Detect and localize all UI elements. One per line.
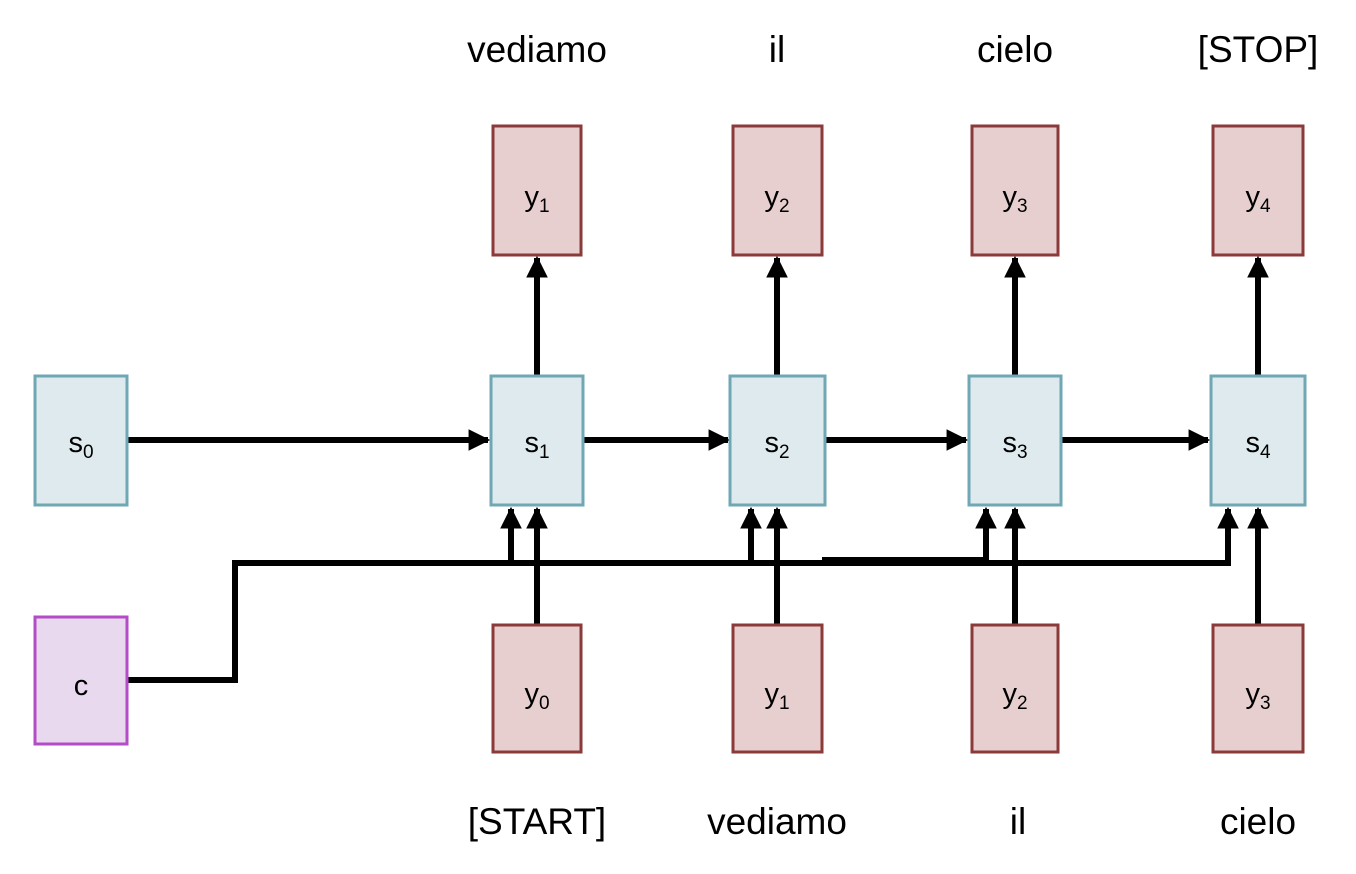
input-token-2: y2 [970, 623, 1060, 754]
state-2-sub: 2 [779, 442, 790, 463]
output-word-1: vediamo [467, 29, 607, 70]
svg-text:y2: y2 [1002, 678, 1027, 714]
output-token-1-sub: 1 [539, 196, 550, 217]
svg-text:y3: y3 [1245, 678, 1270, 714]
output-token-4-sub: 4 [1260, 196, 1271, 217]
input-token-3-base: y [1245, 678, 1260, 710]
svg-text:y4: y4 [1245, 181, 1271, 217]
output-token-2-base: y [764, 181, 779, 213]
state-2: s2 [728, 374, 827, 507]
state-4-sub: 4 [1260, 442, 1271, 463]
output-word-3: cielo [977, 29, 1053, 70]
input-token-1-base: y [764, 678, 779, 710]
context-bus-jog [822, 557, 986, 563]
input-word-3: cielo [1220, 801, 1296, 842]
state-3: s3 [967, 374, 1063, 507]
svg-text:y3: y3 [1002, 181, 1027, 217]
output-word-4: [STOP] [1198, 29, 1319, 70]
input-token-2-sub: 2 [1017, 693, 1028, 714]
input-token-1-sub: 1 [779, 693, 790, 714]
context-vector: c [33, 615, 129, 746]
state-1-base: s [524, 427, 539, 459]
svg-text:y1: y1 [764, 678, 789, 714]
state-4: s4 [1209, 374, 1307, 507]
state-2-base: s [764, 427, 779, 459]
context-label: c [74, 670, 89, 702]
input-token-2-base: y [1002, 678, 1017, 710]
input-word-0: [START] [468, 801, 606, 842]
input-token-3-sub: 3 [1260, 693, 1271, 714]
input-token-1: y1 [731, 623, 824, 754]
output-token-3: y3 [970, 124, 1060, 257]
state-4-base: s [1245, 427, 1260, 459]
svg-text:s0: s0 [68, 427, 93, 463]
output-token-3-base: y [1002, 181, 1017, 213]
input-token-0-sub: 0 [539, 693, 550, 714]
initial-state-base: s [68, 427, 83, 459]
svg-text:s1: s1 [524, 427, 549, 463]
svg-text:y2: y2 [764, 181, 789, 217]
svg-text:s2: s2 [764, 427, 789, 463]
output-token-2-sub: 2 [779, 196, 790, 217]
svg-text:y1: y1 [524, 181, 549, 217]
input-token-0-base: y [524, 678, 539, 710]
input-token-3: y3 [1211, 623, 1305, 754]
context-bus [128, 560, 1228, 683]
state-3-base: s [1002, 427, 1017, 459]
output-token-4-base: y [1245, 181, 1260, 213]
state-1: s1 [489, 374, 585, 507]
output-token-3-sub: 3 [1017, 196, 1028, 217]
initial-state: s0 [33, 374, 129, 507]
output-token-4: y4 [1211, 124, 1305, 257]
output-token-2: y2 [731, 124, 824, 257]
input-word-1: vediamo [707, 801, 847, 842]
state-1-sub: 1 [539, 442, 550, 463]
state-3-sub: 3 [1017, 442, 1028, 463]
svg-text:y0: y0 [524, 678, 549, 714]
initial-state-sub: 0 [83, 442, 94, 463]
output-token-1: y1 [491, 124, 583, 257]
svg-text:s3: s3 [1002, 427, 1027, 463]
svg-text:s4: s4 [1245, 427, 1271, 463]
input-word-2: il [1010, 801, 1026, 842]
output-word-2: il [769, 29, 785, 70]
input-token-0: y0 [491, 623, 583, 754]
output-token-1-base: y [524, 181, 539, 213]
